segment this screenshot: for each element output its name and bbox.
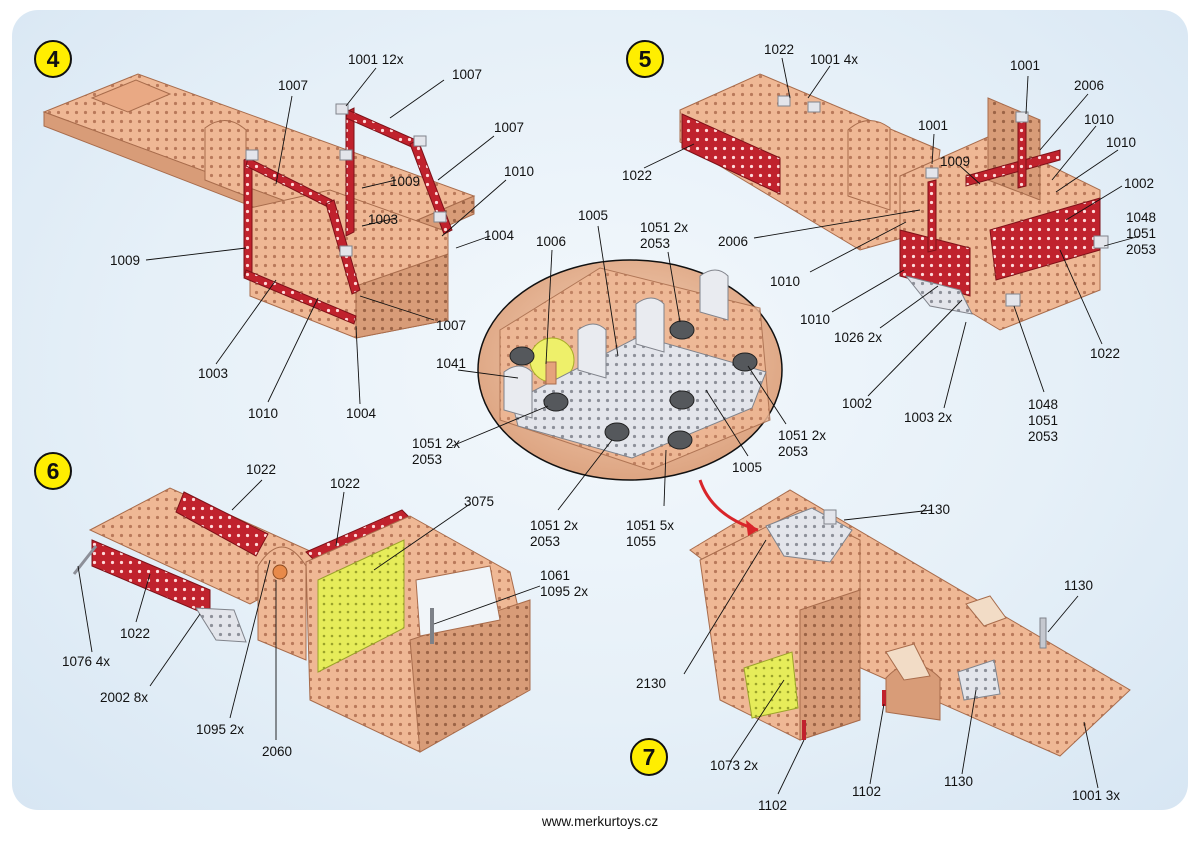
s7-cab-side <box>799 589 861 741</box>
step-7-drawing <box>689 479 1131 757</box>
part-label: 1051 5x 1055 <box>626 518 675 549</box>
part-label: 1005 <box>578 208 609 223</box>
part-label: 1022 <box>120 626 151 641</box>
s5-red-bar <box>965 149 1061 187</box>
part-label: 2006 <box>718 234 749 249</box>
part-label: 1010 <box>1084 112 1115 127</box>
part-label: 1130 <box>1064 578 1094 593</box>
s7-rear-plate-1 <box>965 595 1007 627</box>
part-label: 1001 <box>1010 58 1041 73</box>
part-label: 1002 <box>1124 176 1155 191</box>
footer-url: www.merkurtoys.cz <box>541 814 659 829</box>
part-label: 1010 <box>1106 135 1137 150</box>
part-label: 1010 <box>504 164 535 179</box>
s6-fender <box>257 546 307 661</box>
s6-silver-plate <box>195 607 247 643</box>
part-label: 1007 <box>436 318 467 333</box>
part-label: 1007 <box>452 67 483 82</box>
part-label: 1001 4x <box>810 52 859 67</box>
part-label: 1001 <box>918 118 949 133</box>
part-label: 2130 <box>636 676 667 691</box>
part-label: 1022 <box>1090 346 1121 361</box>
part-label: 1001 12x <box>348 52 404 67</box>
part-label: 1009 <box>940 154 971 169</box>
part-label: 1003 2x <box>904 410 953 425</box>
step-badge-5: 5 <box>626 40 664 78</box>
part-label: 1048 1051 2053 <box>1028 397 1059 444</box>
step-badge-4: 4 <box>34 40 72 78</box>
part-label: 1005 <box>732 460 763 475</box>
part-label: 1010 <box>248 406 279 421</box>
part-label: 1002 <box>842 396 873 411</box>
s5-fender <box>847 120 891 211</box>
part-label: 1051 2x 2053 <box>530 518 579 549</box>
part-label: 1006 <box>536 234 567 249</box>
s6-window <box>415 565 501 637</box>
s5-red-upright2 <box>927 179 937 253</box>
part-label: 1041 <box>436 356 467 371</box>
s7-rear-plate-2 <box>885 643 931 681</box>
part-label: 1022 <box>764 42 795 57</box>
s7-yellow-panel <box>743 651 799 719</box>
s4-rear-block <box>90 79 172 113</box>
step-badge-7: 7 <box>630 738 668 776</box>
detail-nuts <box>509 320 758 450</box>
s5-silver-bracket <box>904 275 973 315</box>
part-label: 1051 2x 2053 <box>778 428 827 459</box>
part-label: 1007 <box>278 78 309 93</box>
part-label: 1009 <box>390 174 421 189</box>
part-label: 2002 8x <box>100 690 149 705</box>
part-label: 1130 <box>944 774 974 789</box>
part-label: 1051 2x 2053 <box>412 436 461 467</box>
detail-view <box>477 259 783 481</box>
s4-red-frame-post <box>345 107 355 237</box>
part-label: 1004 <box>346 406 377 421</box>
detail-brackets <box>503 269 729 419</box>
step-5-drawing <box>679 73 1109 331</box>
step-6-drawing <box>72 487 531 753</box>
part-label: 1022 <box>246 462 277 477</box>
s4-red-frame-bottom <box>243 269 357 325</box>
s6-red-rear <box>175 491 269 557</box>
part-label: 1051 2x 2053 <box>640 220 689 251</box>
part-label: 1009 <box>110 253 141 268</box>
s5-red-side <box>681 113 781 195</box>
part-label: 1073 2x <box>710 758 759 773</box>
s6-yellow-panel <box>317 539 405 673</box>
part-label: 1095 2x <box>196 722 245 737</box>
part-label: 1007 <box>494 120 525 135</box>
part-label: 1048 1051 2053 <box>1126 210 1157 257</box>
part-label: 1022 <box>622 168 653 183</box>
part-label: 2130 <box>920 502 951 517</box>
part-label: 1026 2x <box>834 330 883 345</box>
part-label: 1102 <box>852 784 882 799</box>
part-label: 1022 <box>330 476 361 491</box>
part-label: 1003 <box>198 366 229 381</box>
s5-red-grill <box>989 197 1101 281</box>
part-label: 1010 <box>800 312 831 327</box>
part-label: 1003 <box>368 212 399 227</box>
part-label: 2006 <box>1074 78 1105 93</box>
part-label: 3075 <box>464 494 495 509</box>
part-label: 1010 <box>770 274 801 289</box>
step-badge-6: 6 <box>34 452 72 490</box>
part-label: 1102 <box>758 798 788 813</box>
part-label: 2060 <box>262 744 293 759</box>
part-label: 1061 1095 2x <box>540 568 589 599</box>
s7-bracket <box>957 659 1001 701</box>
part-label: 1001 3x <box>1072 788 1121 803</box>
part-label: 1004 <box>484 228 515 243</box>
part-label: 1076 4x <box>62 654 111 669</box>
